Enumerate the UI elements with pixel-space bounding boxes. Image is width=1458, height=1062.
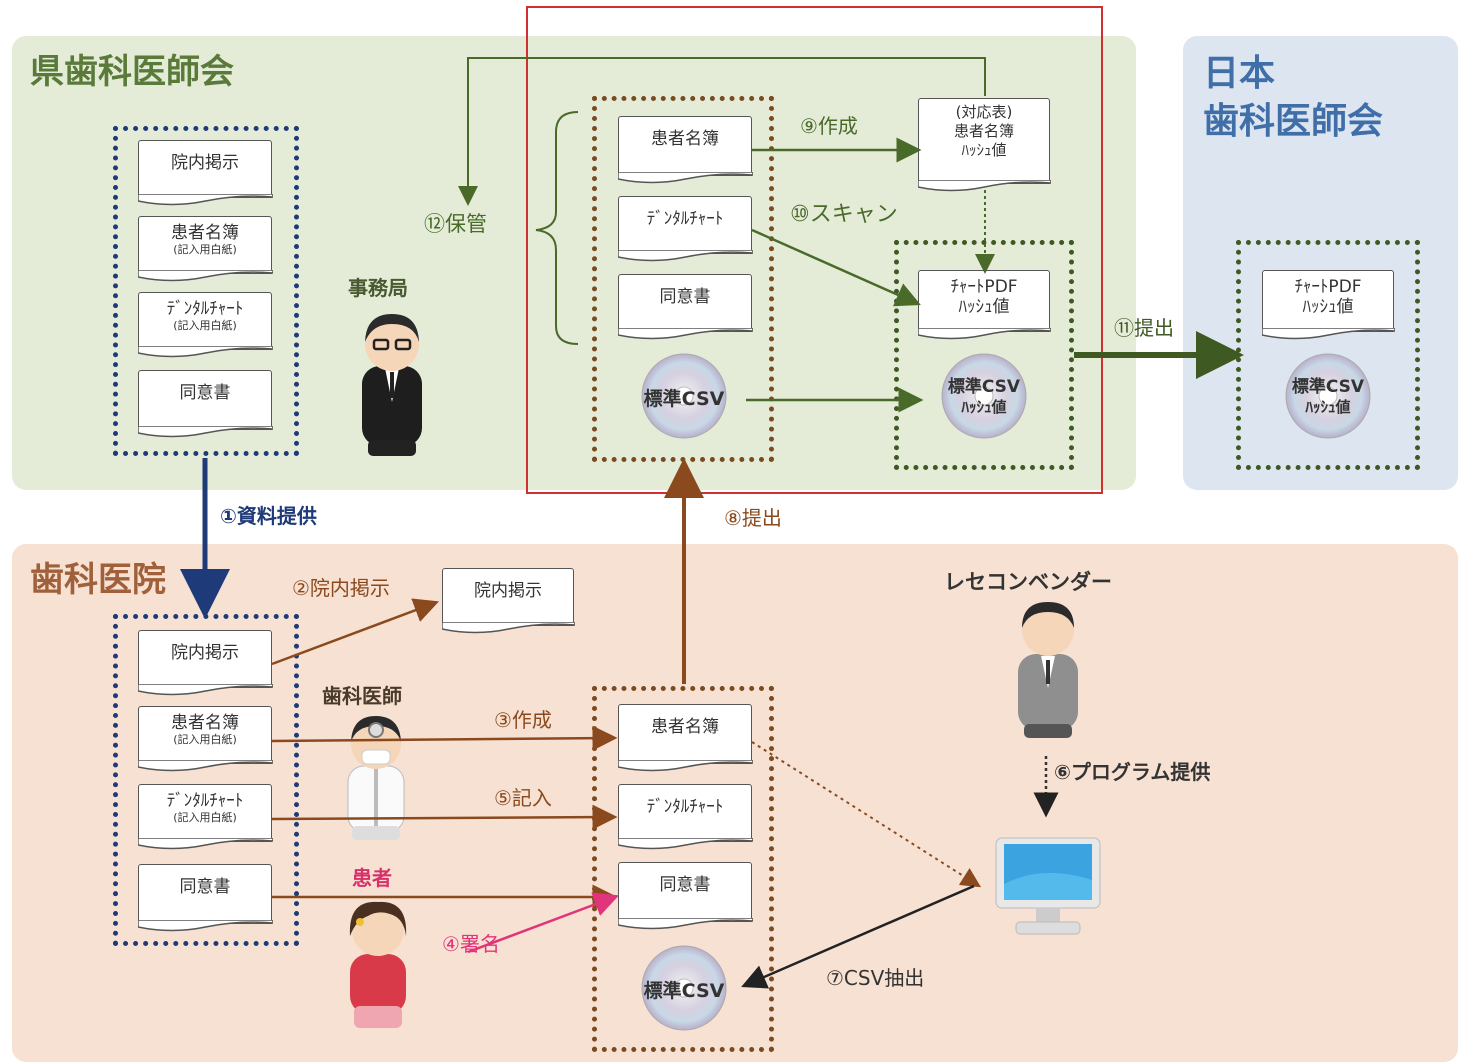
doc-consent-top: 同意書 (617, 274, 753, 332)
secretariat-person-icon (352, 306, 432, 464)
page-curl (617, 328, 753, 340)
clinic-title: 歯科医院 (30, 560, 166, 600)
step5-label: ⑤記入 (494, 786, 552, 810)
step9-label: ⑨作成 (800, 114, 858, 138)
page-curl (917, 180, 1051, 192)
doc-notice-posted: 院内掲示 (441, 568, 575, 626)
csv-disc-top-label: 標準CSV (643, 388, 725, 410)
page-curl (137, 270, 273, 282)
disc-icon (1285, 353, 1371, 439)
csv-disc-top: 標準CSV (640, 352, 728, 440)
step2-label: ②院内掲示 (292, 576, 390, 600)
page-curl (137, 684, 273, 696)
dentist-person-icon (338, 712, 414, 848)
page-curl (137, 760, 273, 772)
page-curl (617, 838, 753, 850)
step1-label: ①資料提供 (220, 504, 317, 528)
csv-hash-disc-label2: ﾊｯｼｭ値 (961, 398, 1007, 416)
doc-chart-blank-clinic: ﾃﾞﾝﾀﾙﾁｬｰﾄ (記入用白紙) (137, 784, 273, 842)
doc-notice: 院内掲示 (137, 140, 273, 198)
vendor-person-icon (1008, 596, 1088, 746)
page-curl (917, 328, 1051, 340)
page-curl (617, 250, 753, 262)
prefecture-materials-group (113, 126, 299, 456)
doc-notice-clinic: 院内掲示 (137, 630, 273, 688)
step12-label: ⑫保管 (424, 212, 487, 236)
japan-title-line2: 歯科医師会 (1203, 101, 1384, 142)
step10-label: ⑩スキャン (790, 202, 898, 227)
csv-hash-disc-japan-label2: ﾊｯｼｭ値 (1305, 398, 1351, 416)
page-curl (137, 194, 273, 206)
doc-consent-clinic: 同意書 (137, 864, 273, 924)
csv-hash-disc-japan: 標準CSV ﾊｯｼｭ値 (1284, 352, 1372, 440)
doc-chart-filled-top: ﾃﾞﾝﾀﾙﾁｬｰﾄ (617, 196, 753, 254)
japan-title-line1: 日本 (1203, 53, 1276, 94)
prefectural-title: 県歯科医師会 (30, 52, 234, 92)
secretariat-label: 事務局 (348, 276, 408, 300)
doc-consent: 同意書 (137, 370, 273, 430)
page-curl (617, 760, 753, 772)
doc-chart-pdf-hash: ﾁｬｰﾄPDF ﾊｯｼｭ値 (917, 270, 1051, 332)
csv-disc-clinic-label: 標準CSV (643, 980, 725, 1002)
csv-hash-disc: 標準CSV ﾊｯｼｭ値 (940, 352, 1028, 440)
step11-label: ⑪提出 (1114, 316, 1174, 340)
doc-roster-blank: 患者名簿 (記入用白紙) (137, 216, 273, 274)
page-curl (1261, 328, 1395, 340)
doc-chart-filled-clinic: ﾃﾞﾝﾀﾙﾁｬｰﾄ (617, 784, 753, 842)
patient-label: 患者 (352, 866, 392, 890)
step7-label: ⑦CSV抽出 (826, 966, 925, 990)
doc-consent-clinic-output: 同意書 (617, 862, 753, 922)
highlight-frame (526, 6, 1103, 494)
page-curl (441, 622, 575, 634)
page-curl (137, 426, 273, 438)
doc-roster-filled-clinic: 患者名簿 (617, 704, 753, 764)
dentist-label: 歯科医師 (322, 684, 402, 708)
step4-label: ④署名 (442, 932, 500, 956)
computer-icon (992, 834, 1104, 944)
csv-disc-clinic: 標準CSV (640, 944, 728, 1032)
disc-icon (941, 353, 1027, 439)
csv-hash-disc-japan-label1: 標準CSV (1291, 377, 1365, 397)
step8-label: ⑧提出 (724, 506, 782, 530)
page-curl (137, 346, 273, 358)
doc-chart-pdf-hash-japan: ﾁｬｰﾄPDF ﾊｯｼｭ値 (1261, 270, 1395, 332)
doc-roster-filled-top: 患者名簿 (617, 116, 753, 176)
patient-person-icon (338, 896, 418, 1040)
step6-label: ⑥プログラム提供 (1054, 760, 1211, 784)
doc-hash-table: (対応表) 患者名簿 ﾊｯｼｭ値 (917, 98, 1051, 184)
page-curl (617, 172, 753, 184)
doc-chart-blank: ﾃﾞﾝﾀﾙﾁｬｰﾄ (記入用白紙) (137, 292, 273, 350)
doc-roster-blank-clinic: 患者名簿 (記入用白紙) (137, 706, 273, 764)
disc-icon (641, 945, 727, 1031)
step3-label: ③作成 (494, 708, 552, 732)
csv-hash-disc-label1: 標準CSV (947, 377, 1021, 397)
page-curl (137, 920, 273, 932)
page-curl (137, 838, 273, 850)
disc-icon (641, 353, 727, 439)
page-curl (617, 918, 753, 930)
vendor-label: レセコンベンダー (944, 570, 1112, 594)
